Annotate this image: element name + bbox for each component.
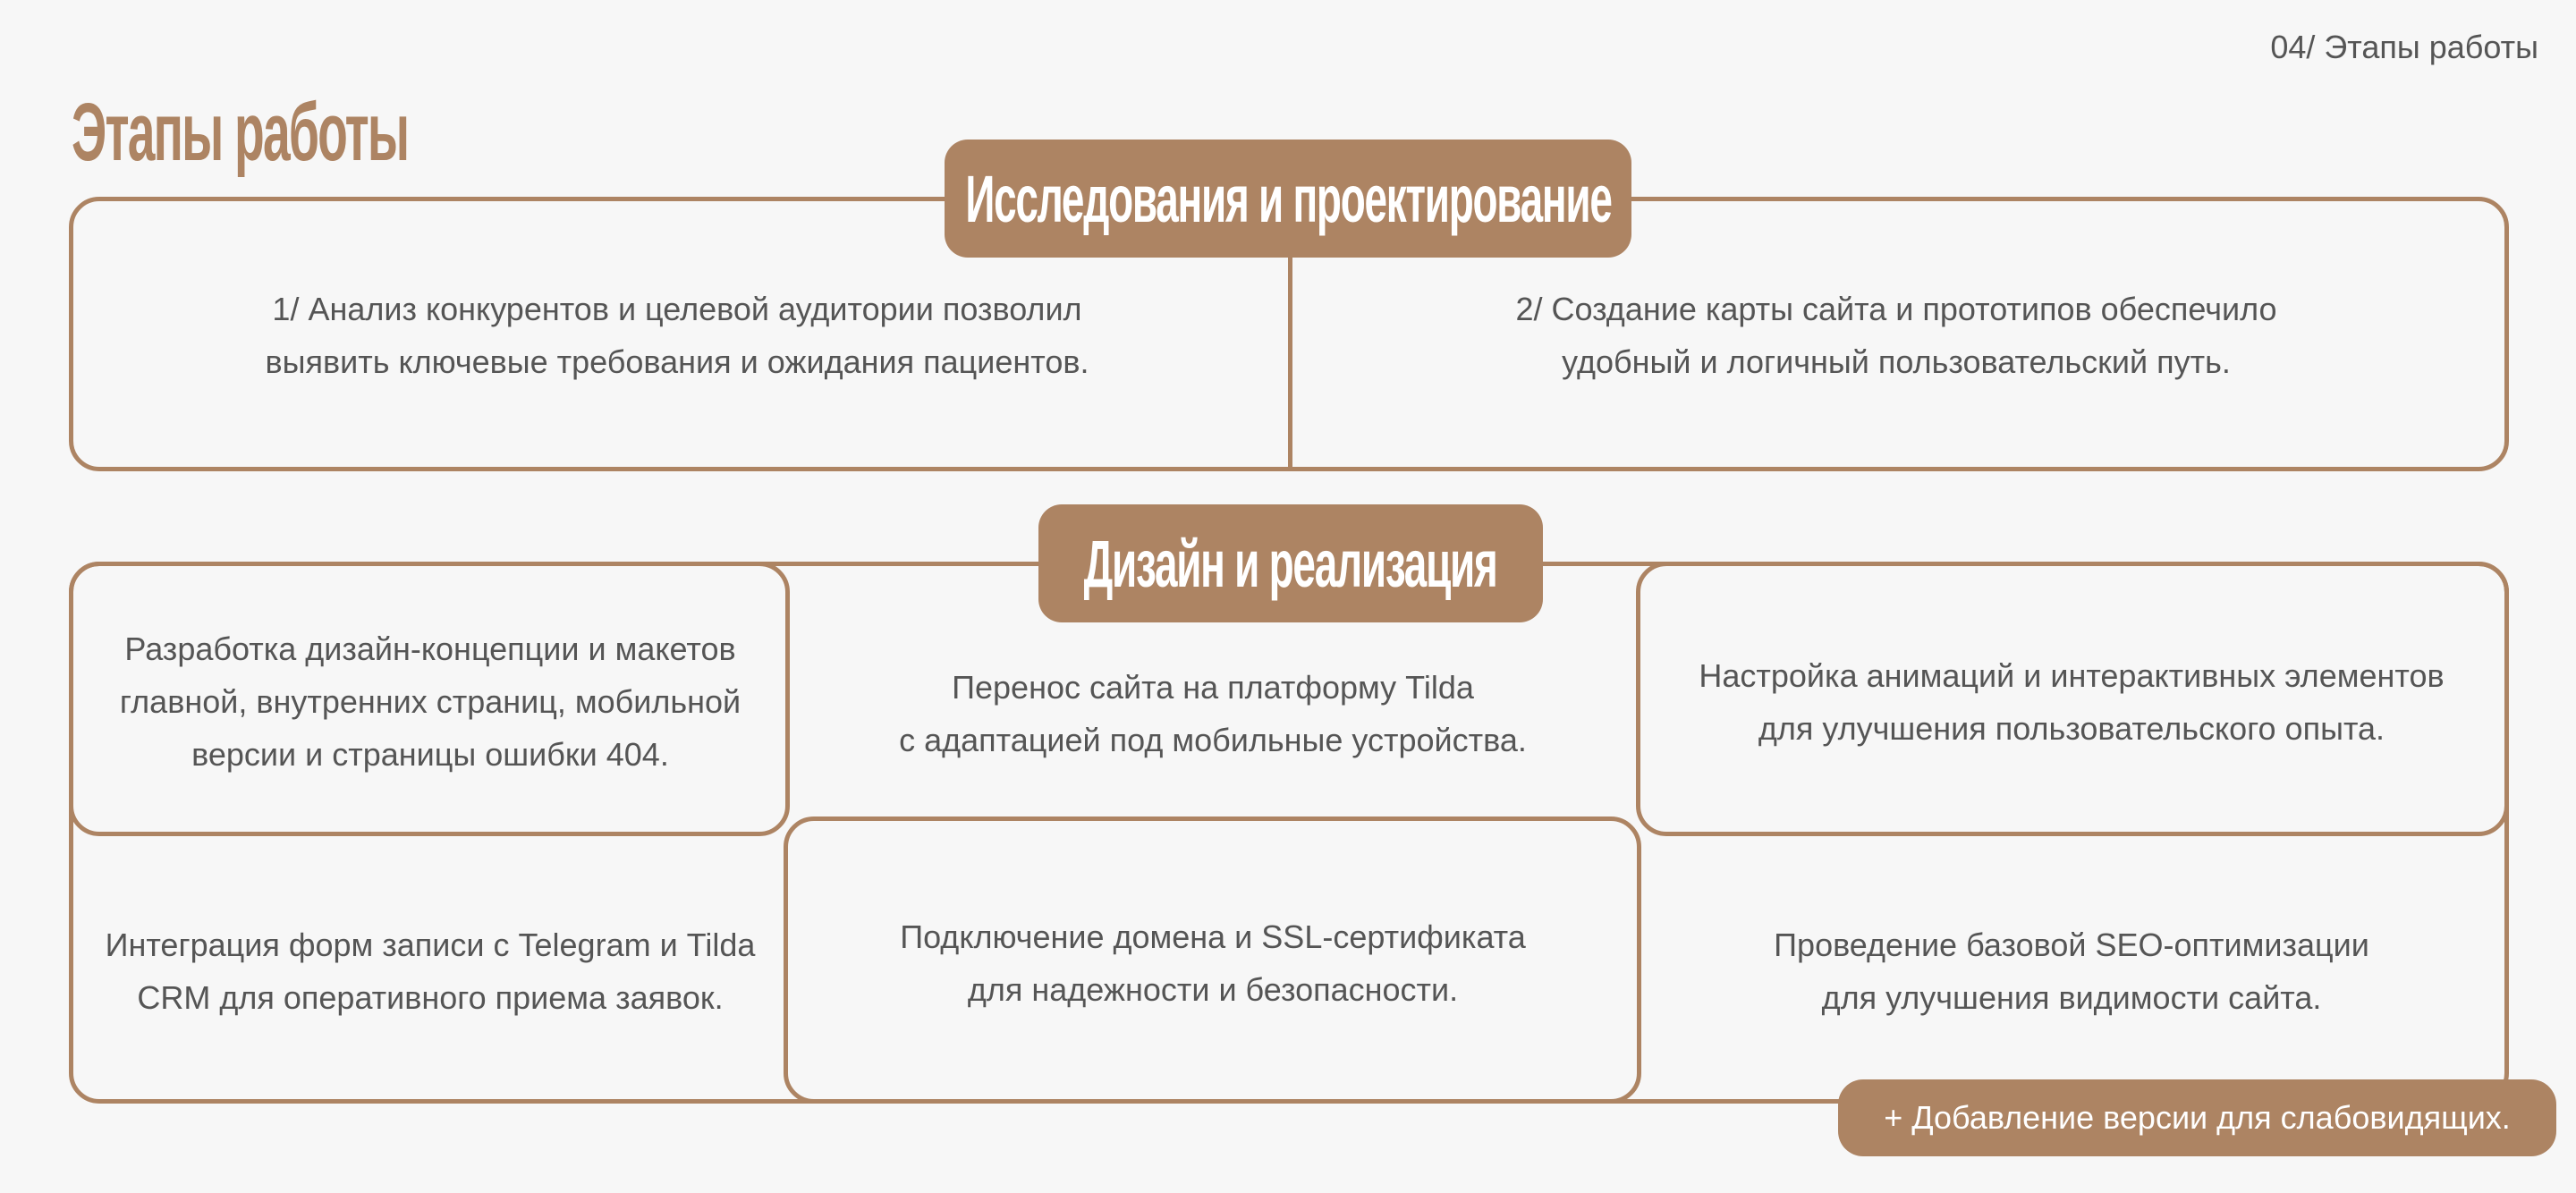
design-cell-bottom-middle xyxy=(784,816,1641,1104)
design-item-3: Настройка анимаций и интерактивных элеме… xyxy=(1699,657,2445,747)
research-item-2: 2/ Создание карты сайта и прототипов обе… xyxy=(1515,291,2277,380)
research-heading-text: Исследования и проектирование xyxy=(964,161,1613,236)
accessibility-version-text: + Добавление версии для слабовидящих. xyxy=(1884,1099,2511,1136)
research-heading: Исследования и проектирование xyxy=(945,140,1631,258)
design-heading-text: Дизайн и реализация xyxy=(1084,526,1498,601)
design-cell-top-right xyxy=(1636,562,2509,836)
design-item-6: Проведение базовой SEO-оптимизации для у… xyxy=(1774,926,2369,1016)
design-item-4: Интеграция форм записи с Telegram и Tild… xyxy=(105,926,756,1016)
design-item-5: Подключение домена и SSL-сертификата для… xyxy=(900,918,1526,1008)
design-heading: Дизайн и реализация xyxy=(1038,504,1543,622)
accessibility-version-badge: + Добавление версии для слабовидящих. xyxy=(1838,1079,2556,1156)
research-divider xyxy=(1288,250,1292,471)
research-item-1: 1/ Анализ конкурентов и целевой аудитори… xyxy=(265,291,1089,380)
page-title: Этапы работы xyxy=(72,87,410,178)
section-label: 04/ Этапы работы xyxy=(2270,29,2538,65)
design-item-2: Перенос сайта на платформу Tilda с адапт… xyxy=(899,669,1527,758)
design-item-1: Разработка дизайн-концепции и макетов гл… xyxy=(119,630,741,773)
design-cell-top-left xyxy=(69,562,790,836)
